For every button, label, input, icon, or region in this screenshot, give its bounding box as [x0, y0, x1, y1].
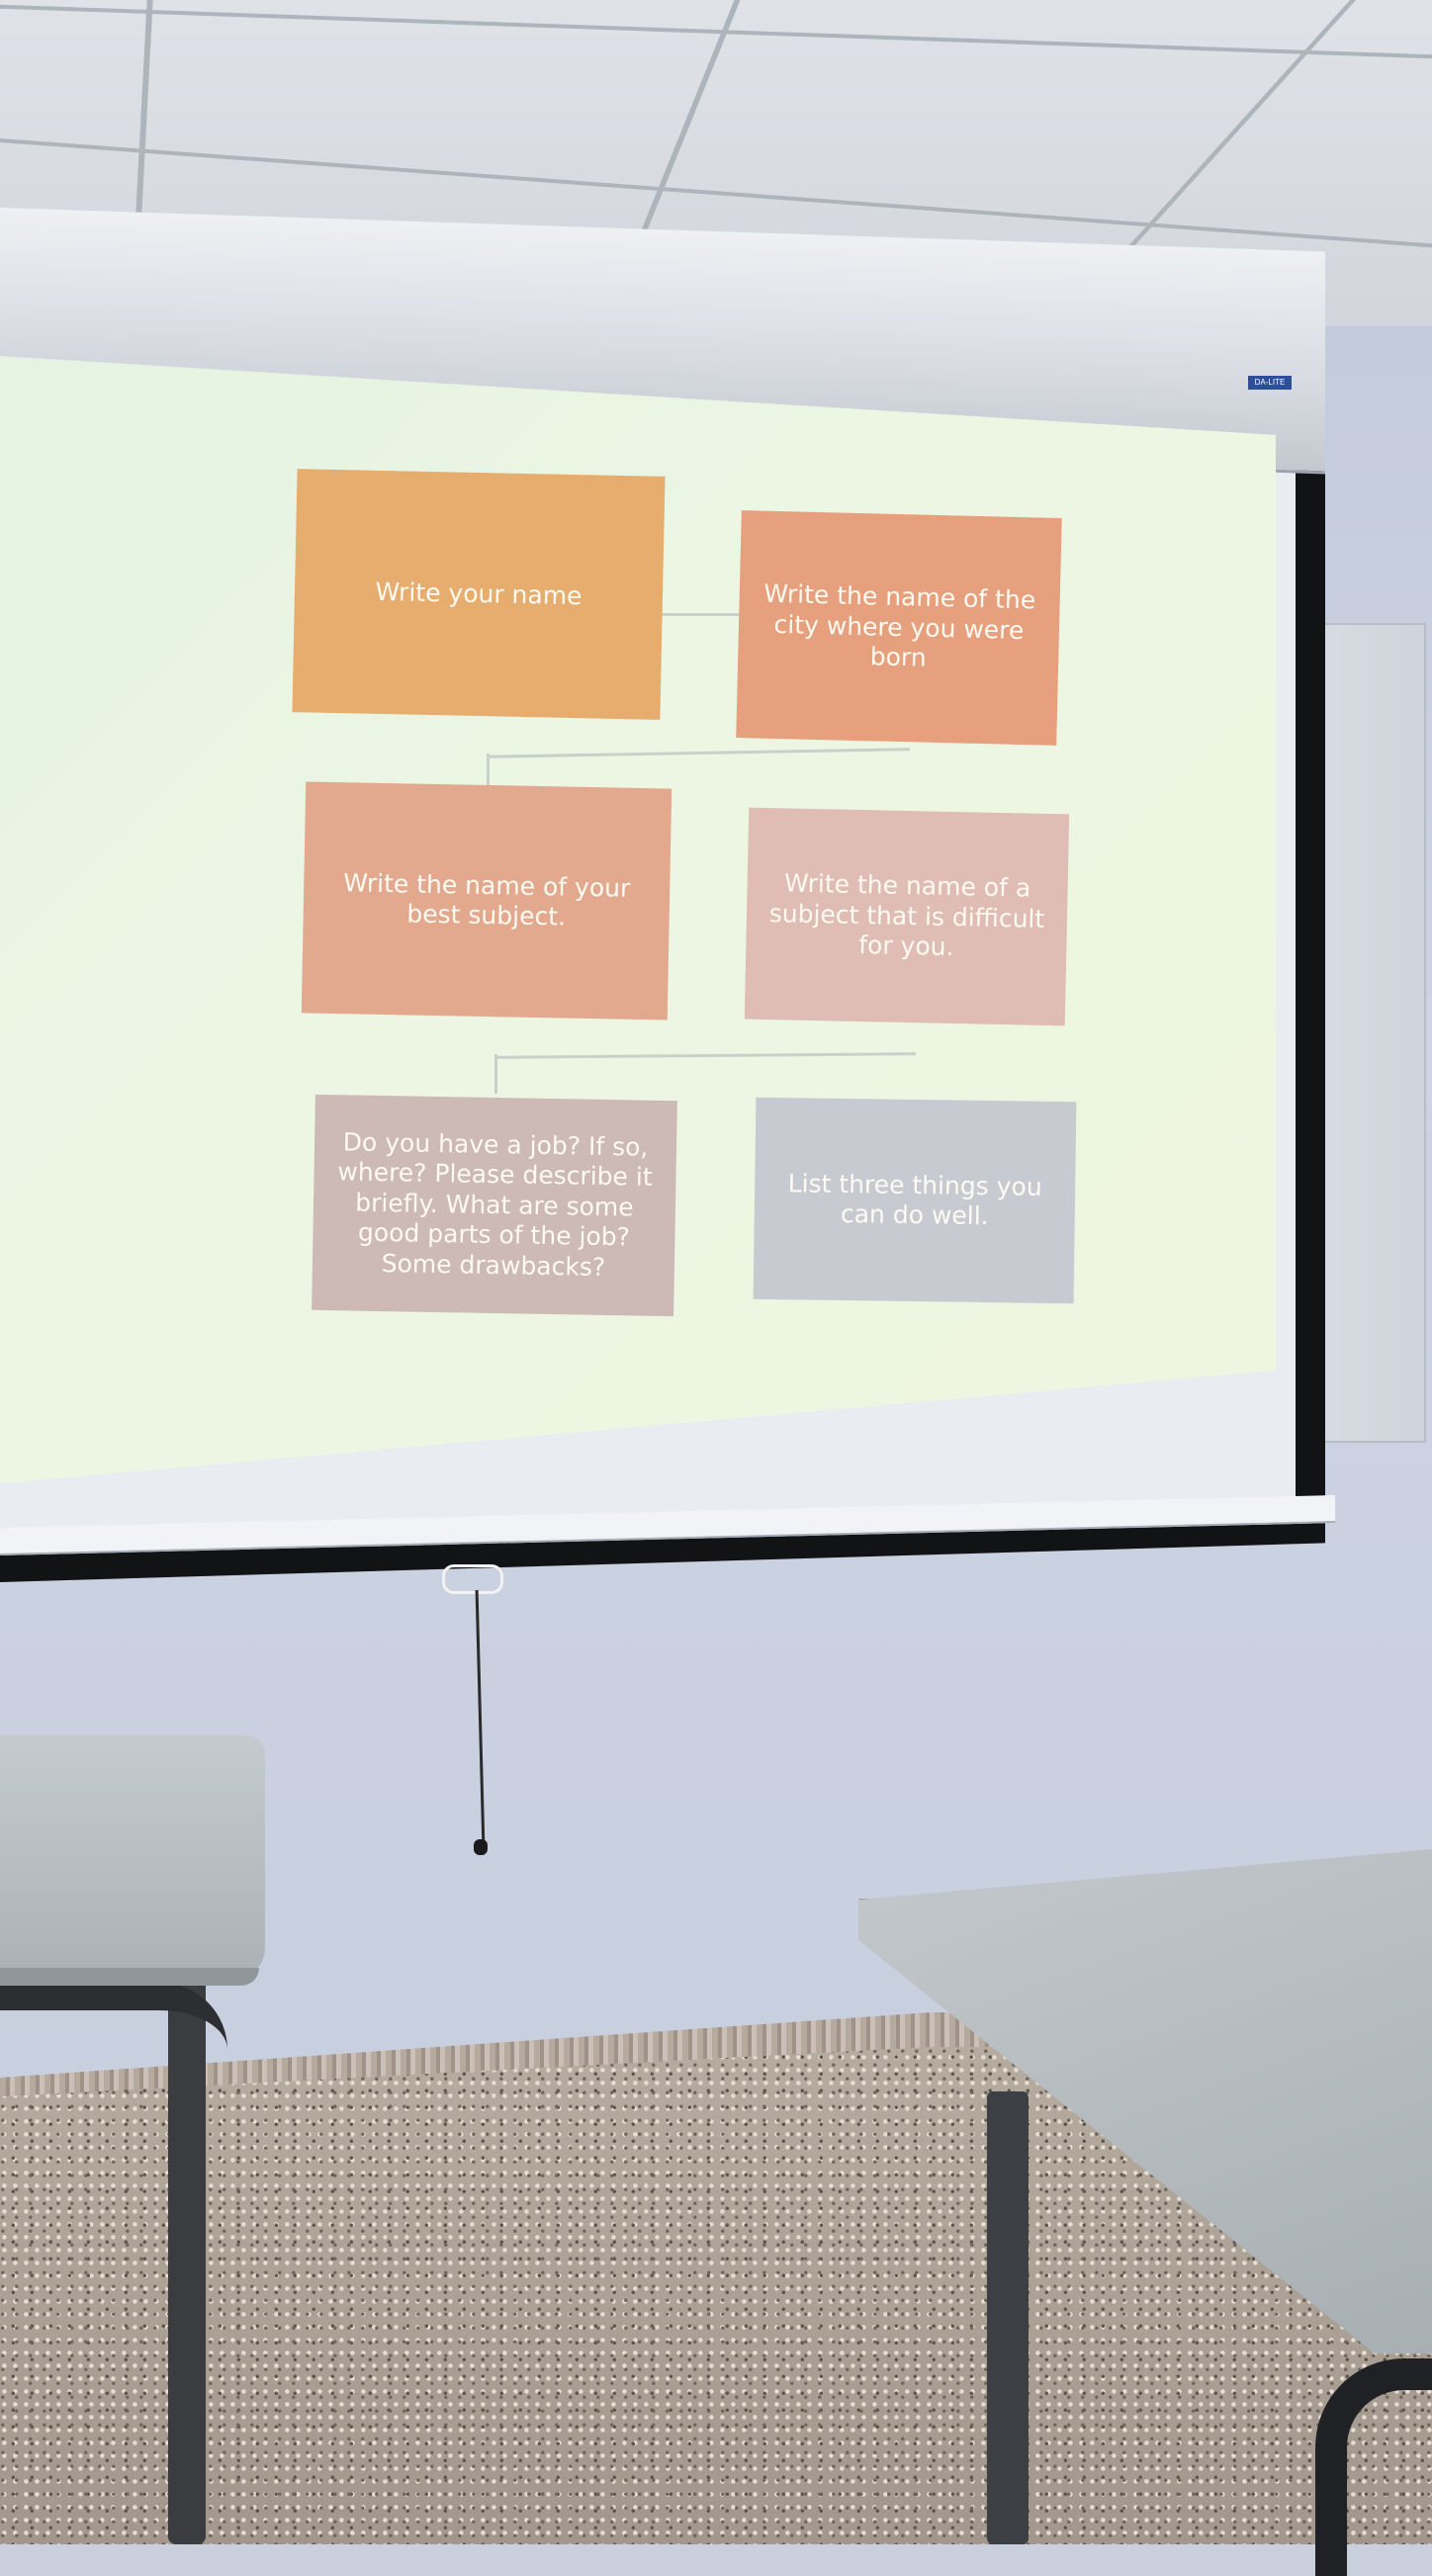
slide-box-name: Write your name	[292, 469, 666, 720]
slide-box-job: Do you have a job? If so, where? Please …	[312, 1094, 677, 1317]
screen-pull-handle	[442, 1564, 503, 1594]
screen-brand-label: DA-LITE	[1248, 376, 1292, 390]
desk-leg	[168, 1973, 206, 2544]
connector-line	[487, 754, 490, 789]
pull-cord-end	[474, 1839, 488, 1855]
desk-leg	[987, 2091, 1029, 2544]
left-desk-edge	[0, 1968, 259, 1986]
slide-box-three-things: List three things you can do well.	[753, 1097, 1077, 1304]
left-desk	[0, 1735, 265, 1978]
slide-box-best-subject: Write the name of your best subject.	[301, 781, 672, 1021]
connector-line	[661, 613, 742, 616]
slide-box-city: Write the name of the city where you wer…	[736, 510, 1062, 746]
desk-frame	[0, 1983, 227, 2050]
connector-line	[494, 1054, 497, 1094]
slide-box-difficult-subject: Write the name of a subject that is diff…	[744, 807, 1070, 1026]
